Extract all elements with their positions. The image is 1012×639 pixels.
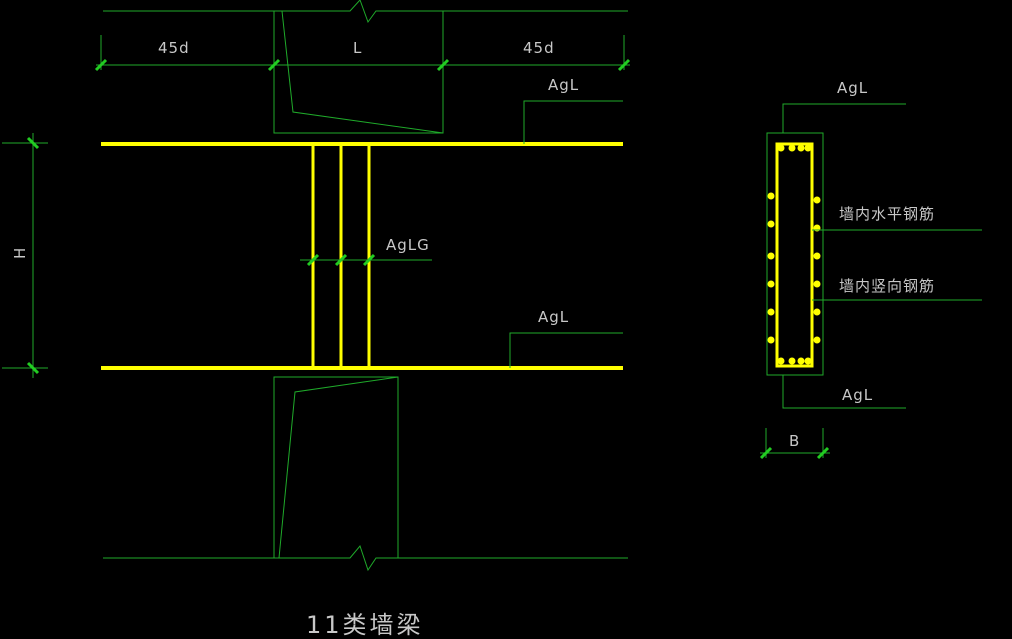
height-label: H	[11, 247, 29, 259]
dim-label-right: 45d	[523, 39, 555, 57]
rebar-dot	[788, 144, 796, 152]
rebar-dot	[804, 357, 812, 365]
rebar-dot	[777, 144, 785, 152]
dim-label-left: 45d	[158, 39, 190, 57]
bottom-bar-leader	[509, 332, 623, 368]
dim-tick	[306, 253, 320, 267]
rebar-dot	[797, 357, 805, 365]
dim-tick	[334, 253, 348, 267]
rebar-dot	[813, 336, 821, 344]
top-bar-label: AgL	[548, 76, 579, 94]
rebar-dot	[767, 220, 775, 228]
lower-wall-skew-line	[274, 376, 399, 559]
rebar-dot	[767, 192, 775, 200]
section-stirrup	[775, 142, 814, 368]
width-dimension: B	[759, 428, 830, 460]
top-bar-leader	[523, 100, 623, 144]
rebar-dot	[788, 357, 796, 365]
upper-wall-skew-line	[281, 10, 444, 134]
horizontal-bars-label: 墙内水平钢筋	[839, 205, 935, 223]
dim-tick	[26, 361, 40, 375]
rebar-dot	[767, 308, 775, 316]
elevation-view: 45d L 45d H AgL AgLG AgL	[2, 0, 631, 572]
upper-wall-outline	[273, 11, 444, 134]
section-bottom-label: AgL	[842, 386, 873, 404]
dim-tick	[436, 58, 450, 72]
vertical-bars-label: 墙内竖向钢筋	[839, 277, 935, 295]
stirrup-label: AgLG	[386, 236, 430, 254]
rebar-dot	[767, 280, 775, 288]
section-bottom-leader	[782, 375, 906, 409]
dim-label-mid: L	[353, 39, 362, 57]
top-wall-break-line	[103, 0, 628, 24]
rebar-dot	[813, 252, 821, 260]
section-outline	[766, 132, 824, 376]
height-dimension: H	[2, 133, 48, 378]
section-top-leader	[782, 103, 906, 133]
dim-tick	[94, 58, 108, 72]
dim-tick	[362, 253, 376, 267]
bottom-bar-label: AgL	[538, 308, 569, 326]
dim-tick	[816, 446, 830, 460]
rebar-dot	[804, 144, 812, 152]
rebar-dot	[777, 357, 785, 365]
rebar-dot	[813, 308, 821, 316]
rebar-dot	[767, 336, 775, 344]
dim-tick	[267, 58, 281, 72]
rebar-dot	[767, 252, 775, 260]
rebar-dot	[813, 280, 821, 288]
drawing-title: 11类墙梁	[306, 611, 424, 639]
bottom-wall-break-line	[103, 544, 628, 572]
dim-tick	[26, 136, 40, 150]
dim-tick	[759, 446, 773, 460]
span-dimension: 45d L 45d	[94, 35, 631, 72]
rebar-dot	[797, 144, 805, 152]
width-label: B	[789, 432, 800, 450]
rebar-dot	[813, 196, 821, 204]
dim-tick	[617, 58, 631, 72]
section-view: AgL AgL 墙内水平钢筋 墙内竖向钢筋	[759, 79, 982, 460]
lower-wall-outline	[273, 376, 399, 558]
section-top-label: AgL	[837, 79, 868, 97]
